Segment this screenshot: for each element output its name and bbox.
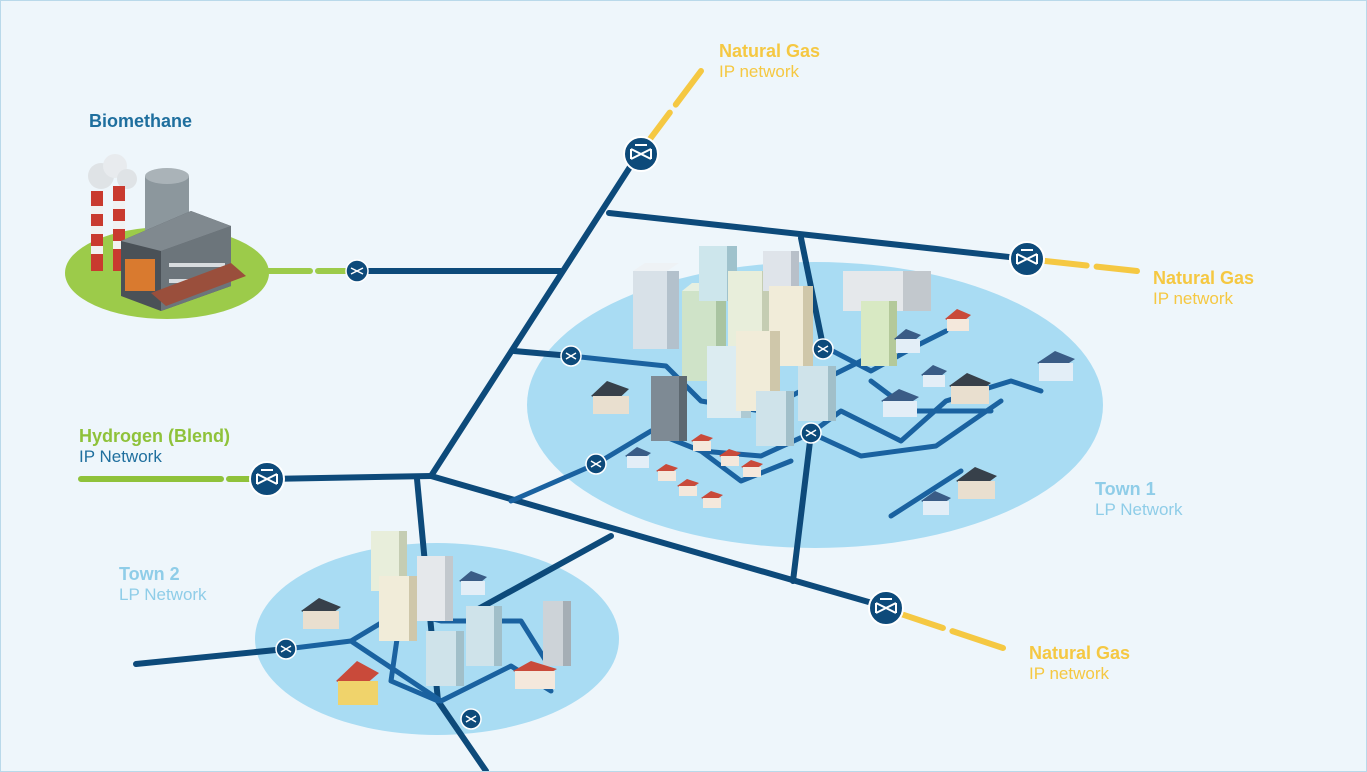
house-icon bbox=[656, 464, 678, 481]
label-subtitle: IP network bbox=[1029, 663, 1110, 683]
town1-buildings bbox=[591, 246, 1075, 515]
natural-gas-feed-bottom bbox=[883, 606, 1006, 651]
apartment-building-icon bbox=[651, 376, 687, 441]
house-icon bbox=[741, 460, 763, 477]
house-icon bbox=[881, 389, 919, 417]
town2-buildings bbox=[301, 531, 571, 705]
house-icon bbox=[513, 661, 557, 689]
apartment-building-icon bbox=[633, 263, 679, 349]
apartment-building-icon bbox=[861, 301, 897, 366]
house-icon bbox=[719, 449, 741, 466]
house-icon bbox=[336, 661, 379, 705]
label-title: Biomethane bbox=[89, 111, 193, 131]
label-title: Hydrogen (Blend) bbox=[79, 426, 230, 446]
house-icon bbox=[921, 365, 947, 387]
apartment-building-icon bbox=[543, 601, 571, 666]
apartment-building-icon bbox=[466, 606, 502, 666]
natural-gas-feed-right bbox=[1024, 256, 1140, 274]
apartment-building-icon bbox=[798, 366, 836, 421]
house-icon bbox=[459, 571, 487, 595]
house-icon bbox=[625, 447, 651, 468]
apartment-building-icon bbox=[426, 631, 464, 686]
ip-network-pipes bbox=[133, 150, 1030, 771]
house-icon bbox=[1037, 351, 1075, 381]
pressure-reduction-station-icon bbox=[623, 136, 659, 172]
apartment-building-icon bbox=[769, 286, 813, 366]
house-icon bbox=[301, 598, 341, 629]
natural-gas-right-label: Natural Gas IP network bbox=[1153, 268, 1254, 308]
house-icon bbox=[591, 381, 629, 414]
hydrogen-label: Hydrogen (Blend) IP Network bbox=[79, 426, 230, 466]
label-subtitle: LP Network bbox=[119, 584, 207, 604]
apartment-building-icon bbox=[756, 391, 794, 446]
label-subtitle: IP network bbox=[719, 61, 800, 81]
label-title: Natural Gas bbox=[1029, 643, 1131, 663]
label-subtitle: IP Network bbox=[79, 446, 162, 466]
house-icon bbox=[677, 479, 699, 496]
house-icon bbox=[921, 491, 951, 515]
house-icon bbox=[949, 373, 991, 404]
biomethane-plant-icon bbox=[88, 154, 246, 311]
small-regulator-glyphs bbox=[280, 267, 829, 723]
house-icon bbox=[701, 491, 723, 508]
label-subtitle: IP network bbox=[1153, 288, 1234, 308]
house-icon bbox=[945, 309, 971, 331]
house-icon bbox=[691, 434, 713, 451]
label-title: Natural Gas bbox=[1153, 268, 1255, 288]
town1-label: Town 1 LP Network bbox=[1095, 479, 1183, 519]
label-title: Town 1 bbox=[1095, 479, 1156, 499]
house-icon bbox=[894, 329, 921, 353]
label-title: Town 2 bbox=[119, 564, 180, 584]
town2-label: Town 2 LP Network bbox=[119, 564, 207, 604]
label-title: Natural Gas bbox=[719, 41, 821, 61]
label-subtitle: LP Network bbox=[1095, 499, 1183, 519]
apartment-building-icon bbox=[379, 576, 417, 641]
natural-gas-top-label: Natural Gas IP network bbox=[719, 41, 820, 81]
pressure-reduction-station-icon bbox=[868, 590, 904, 626]
apartment-building-icon bbox=[417, 556, 453, 621]
biomethane-label: Biomethane bbox=[89, 111, 192, 132]
natural-gas-feed-top bbox=[638, 68, 704, 154]
pressure-reduction-station-icon bbox=[1009, 241, 1045, 277]
pressure-reduction-station-icon bbox=[249, 461, 285, 497]
natural-gas-bottom-label: Natural Gas IP network bbox=[1029, 643, 1130, 683]
apartment-building-icon bbox=[763, 251, 799, 291]
house-icon bbox=[956, 467, 997, 499]
